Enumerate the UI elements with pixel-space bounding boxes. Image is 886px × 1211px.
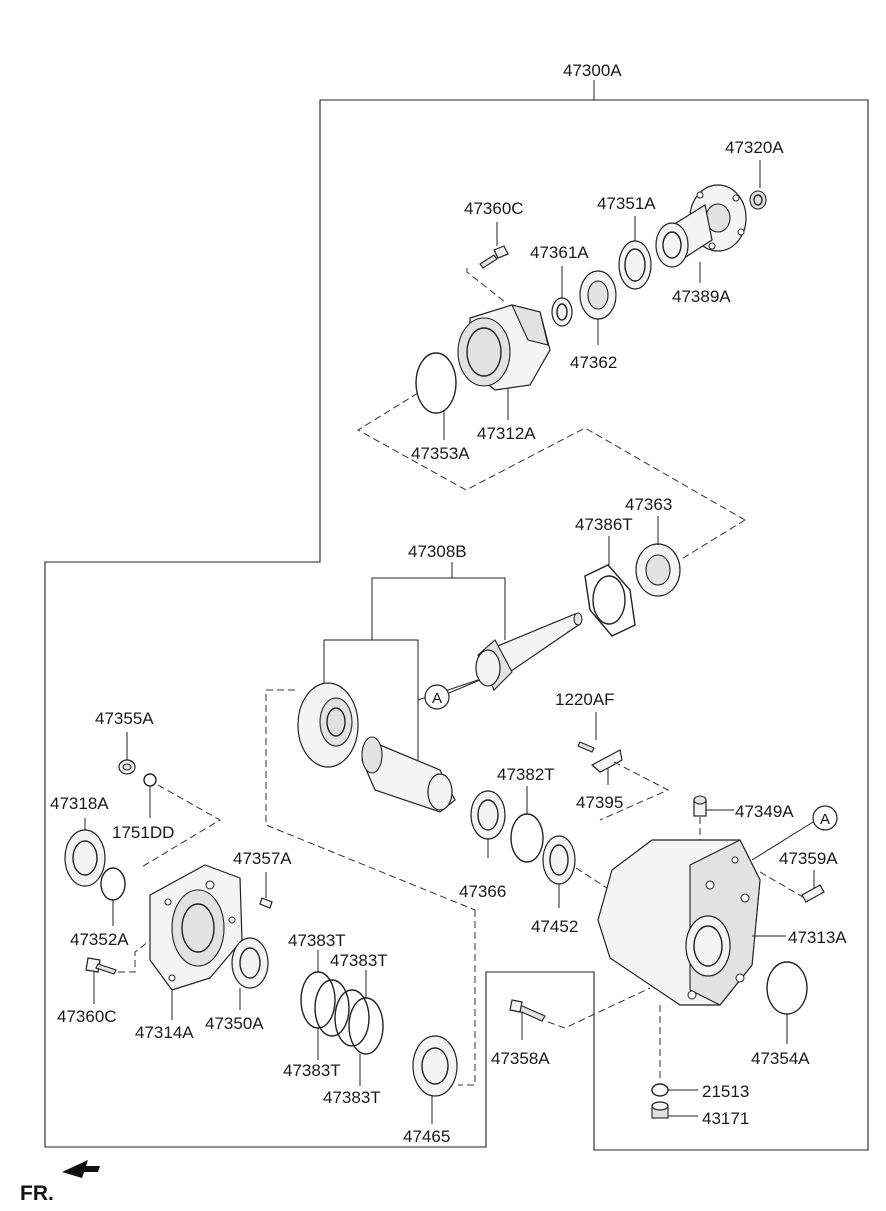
oring-47354a xyxy=(766,961,808,1015)
bracket-47395 xyxy=(590,749,623,773)
plug-43171 xyxy=(651,1101,669,1119)
label-47300a: 47300A xyxy=(563,61,622,80)
label-47452: 47452 xyxy=(531,917,578,936)
label-47383t-c: 47383T xyxy=(283,1061,341,1080)
bearing-47366 xyxy=(470,790,506,840)
label-47358a: 47358A xyxy=(491,1049,550,1068)
seal-47351a xyxy=(618,240,652,290)
flange-47389a xyxy=(655,184,747,268)
bearing-47363 xyxy=(635,543,681,597)
rings-47383t xyxy=(300,971,384,1055)
front-indicator: FR. xyxy=(20,1160,100,1205)
label-47386t: 47386T xyxy=(575,515,633,534)
label-47366: 47366 xyxy=(459,882,506,901)
washer-21513 xyxy=(651,1083,669,1097)
seal-47452 xyxy=(542,835,576,885)
housing-47312a xyxy=(457,304,551,391)
label-47359a: 47359A xyxy=(779,849,838,868)
bolt-47358a xyxy=(509,999,546,1022)
label-47383t-d: 47383T xyxy=(323,1088,381,1107)
pin-47357a xyxy=(259,897,273,909)
cover-47314a xyxy=(149,864,243,991)
label-47361a: 47361A xyxy=(530,243,589,262)
seal-47350a xyxy=(231,937,269,989)
label-47363: 47363 xyxy=(625,495,672,514)
oring-47353a xyxy=(415,352,457,414)
label-47383t-a: 47383T xyxy=(288,931,346,950)
label-47352a: 47352A xyxy=(70,930,129,949)
label-1751dd: 1751DD xyxy=(112,823,174,842)
label-47353a: 47353A xyxy=(411,444,470,463)
label-47312a: 47312A xyxy=(477,424,536,443)
label-47465: 47465 xyxy=(403,1127,450,1146)
nut-47320a xyxy=(749,190,767,210)
label-1220af: 1220AF xyxy=(555,690,615,709)
spacer-47361a xyxy=(551,297,573,327)
front-label: FR. xyxy=(20,1182,54,1205)
label-47355a: 47355A xyxy=(95,709,154,728)
label-47313a: 47313A xyxy=(788,928,847,947)
label-47383t-b: 47383T xyxy=(330,951,388,970)
assembly-frame xyxy=(44,99,869,1151)
ring-47352a xyxy=(100,867,126,901)
label-47349a: 47349A xyxy=(735,802,794,821)
svg-text:A: A xyxy=(432,690,442,707)
label-47320a: 47320A xyxy=(725,138,784,157)
label-43171: 43171 xyxy=(702,1109,749,1128)
label-47360c-top: 47360C xyxy=(464,199,524,218)
front-arrow-icon xyxy=(62,1160,100,1178)
callout-a-right: A xyxy=(812,805,838,831)
label-47395: 47395 xyxy=(576,793,623,812)
main-case-47313a xyxy=(597,839,761,1006)
label-47360c-bottom: 47360C xyxy=(57,1007,117,1026)
differential-case xyxy=(361,736,456,813)
bearing-47362 xyxy=(579,270,617,320)
label-47357a: 47357A xyxy=(233,849,292,868)
label-47382t: 47382T xyxy=(497,765,555,784)
seal-47318a xyxy=(64,829,106,887)
callout-a-left: A xyxy=(424,684,450,710)
label-47350a: 47350A xyxy=(205,1014,264,1033)
label-47314a: 47314A xyxy=(135,1023,194,1042)
label-47362: 47362 xyxy=(570,353,617,372)
breather-47349a xyxy=(693,795,707,817)
bolt-47360c-bottom xyxy=(85,957,117,975)
pin-47359a xyxy=(801,884,825,903)
plug-47355a xyxy=(118,759,136,775)
label-47389a: 47389A xyxy=(672,287,731,306)
label-47318a: 47318A xyxy=(50,794,109,813)
ring-47382t xyxy=(510,813,544,863)
shim-47386t xyxy=(584,564,636,637)
washer-1751dd xyxy=(143,773,157,787)
label-47308b: 47308B xyxy=(408,542,467,561)
label-47354a: 47354A xyxy=(751,1049,810,1068)
svg-text:A: A xyxy=(820,811,830,828)
label-47351a: 47351A xyxy=(597,194,656,213)
bearing-47465 xyxy=(412,1035,458,1097)
bolt-1220af xyxy=(577,741,595,753)
ring-gear xyxy=(297,682,359,768)
label-21513: 21513 xyxy=(702,1082,749,1101)
bolt-47360c-top xyxy=(479,245,509,269)
pinion-shaft xyxy=(475,612,583,691)
